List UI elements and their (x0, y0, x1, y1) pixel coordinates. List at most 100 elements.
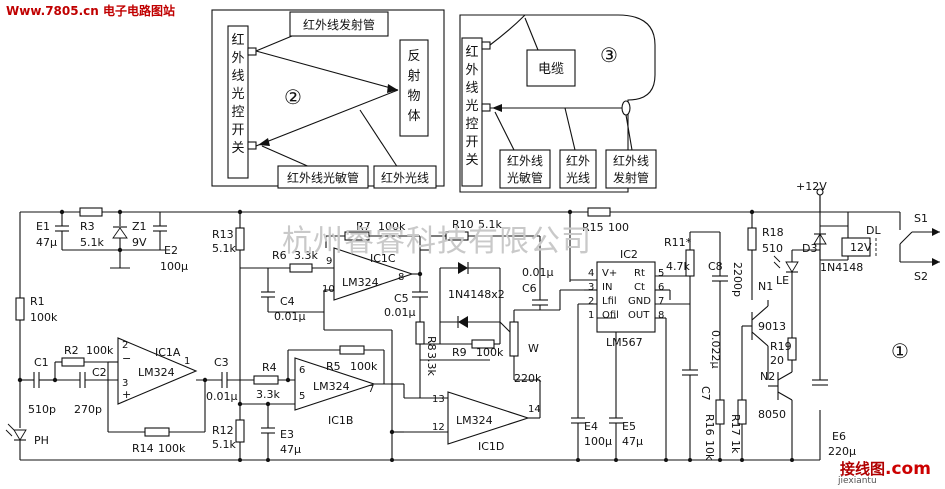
input-stage: R1 100k PH C1 510p R2 100k C2 (5, 295, 118, 460)
svg-text:R17: R17 (729, 414, 742, 436)
svg-text:关: 关 (231, 141, 244, 156)
svg-text:Lfil: Lfil (602, 296, 617, 307)
svg-text:6: 6 (299, 365, 305, 376)
svg-text:E1: E1 (36, 220, 50, 233)
svg-text:物: 物 (407, 89, 420, 104)
svg-text:1k: 1k (729, 440, 742, 454)
svg-text:射: 射 (407, 68, 420, 84)
svg-text:0.01μ: 0.01μ (384, 306, 416, 319)
svg-text:510: 510 (762, 242, 783, 255)
svg-text:9V: 9V (132, 236, 147, 249)
power-filter: E1 47μ R3 5.1k Z1 9V E2 100μ (36, 207, 188, 273)
svg-text:0.01μ: 0.01μ (522, 266, 554, 279)
svg-text:发射管: 发射管 (613, 170, 649, 185)
svg-text:1N4148x2: 1N4148x2 (448, 288, 505, 301)
svg-text:红外线: 红外线 (613, 153, 649, 168)
svg-text:IC2: IC2 (620, 248, 638, 261)
svg-text:C5: C5 (394, 292, 409, 305)
svg-text:14: 14 (528, 404, 541, 415)
svg-text:IN: IN (602, 282, 612, 293)
svg-text:R18: R18 (762, 226, 784, 239)
svg-text:光线: 光线 (566, 171, 590, 185)
svg-text:线: 线 (231, 69, 244, 84)
svg-text:R3: R3 (80, 220, 95, 233)
svg-text:C2: C2 (92, 366, 107, 379)
svg-text:R4: R4 (262, 361, 277, 374)
svg-text:R5: R5 (326, 360, 341, 373)
svg-text:Z1: Z1 (132, 220, 147, 233)
svg-text:DL: DL (866, 224, 881, 237)
svg-text:N2: N2 (760, 370, 775, 383)
svg-text:C8: C8 (708, 260, 723, 273)
svg-text:2: 2 (588, 296, 594, 307)
svg-text:LM324: LM324 (456, 414, 493, 427)
svg-text:5: 5 (299, 391, 305, 402)
svg-text:20: 20 (770, 354, 784, 367)
svg-text:C1: C1 (34, 356, 49, 369)
svg-text:GND: GND (628, 296, 651, 307)
svg-text:−: − (122, 352, 131, 365)
svg-text:R16: R16 (703, 414, 716, 436)
svg-text:R12: R12 (212, 424, 234, 437)
svg-text:红外: 红外 (566, 153, 590, 168)
inset-2-object-box (399, 39, 429, 137)
svg-text:LM324: LM324 (342, 276, 379, 289)
svg-text:OUT: OUT (628, 310, 650, 321)
svg-text:100k: 100k (378, 220, 406, 233)
svg-text:0.01μ: 0.01μ (206, 390, 238, 403)
svg-text:6: 6 (658, 282, 664, 293)
inset-3-frame (459, 14, 656, 193)
svg-text:1: 1 (184, 356, 190, 367)
svg-text:R9: R9 (452, 346, 467, 359)
svg-text:IC1C: IC1C (370, 252, 396, 265)
svg-text:R1: R1 (30, 295, 45, 308)
svg-text:IC1D: IC1D (478, 440, 504, 453)
inset-2-number: ② (284, 85, 302, 109)
op-amp-ic1d: 13 12 LM324 IC1D 14 (389, 360, 541, 460)
svg-text:R7: R7 (356, 220, 371, 233)
svg-text:R11*: R11* (664, 236, 692, 249)
tone-decoder-lm567: R15 100 IC2 LM567 V+ IN Lfil Ofil Rt Ct … (567, 207, 744, 460)
svg-text:W: W (528, 342, 539, 355)
svg-text:红外线光敏管: 红外线光敏管 (287, 170, 359, 185)
svg-text:4: 4 (588, 268, 594, 279)
driver-stage: R18 510 N1 9013 LE R19 20 (742, 209, 856, 460)
inset-3-ray-box (559, 149, 597, 189)
svg-text:光: 光 (465, 99, 478, 114)
svg-text:光: 光 (231, 87, 244, 102)
svg-text:R15: R15 (582, 221, 604, 234)
svg-text:开: 开 (465, 135, 478, 150)
svg-text:LM567: LM567 (606, 336, 643, 349)
site-logo: 接线图.com jiexiantu (838, 459, 931, 486)
circuit-number: ① (891, 339, 909, 363)
svg-text:5.1k: 5.1k (478, 218, 502, 231)
svg-text:510p: 510p (28, 403, 56, 416)
svg-text:220μ: 220μ (828, 445, 856, 458)
svg-text:3.3k: 3.3k (425, 352, 438, 376)
inset-2-receiver-box (277, 165, 369, 189)
svg-text:IC1B: IC1B (328, 414, 353, 427)
svg-text:反: 反 (407, 49, 420, 64)
svg-text:E6: E6 (832, 430, 846, 443)
watermark: 杭州睿睿科技有限公司 (282, 224, 592, 259)
main-circuit: E1 47μ R3 5.1k Z1 9V E2 100μ R1 100k PH … (5, 180, 940, 462)
svg-text:PH: PH (34, 434, 49, 447)
svg-text:47μ: 47μ (280, 443, 301, 456)
svg-text:+: + (122, 388, 131, 401)
svg-text:0.01μ: 0.01μ (274, 310, 306, 323)
bias-divider: R13 5.1k R12 5.1k E3 47μ (212, 209, 301, 460)
svg-text:2: 2 (122, 340, 128, 351)
filter-network: R10 5.1k 1N4148x2 R9 100k W 220k (420, 218, 584, 385)
svg-text:100k: 100k (158, 442, 186, 455)
svg-text:1: 1 (588, 310, 594, 321)
svg-text:3.3k: 3.3k (256, 388, 280, 401)
svg-text:9: 9 (326, 256, 332, 267)
svg-text:270p: 270p (74, 403, 102, 416)
inset-3-number: ③ (600, 43, 618, 67)
op-amp-ic1c: C4 0.01μ R6 3.3k 9 10 LM324 IC1C 8 R7 10… (240, 220, 438, 384)
svg-text:C7: C7 (699, 386, 712, 401)
svg-text:100: 100 (608, 221, 629, 234)
svg-text:7: 7 (658, 296, 664, 307)
svg-text:C3: C3 (214, 356, 229, 369)
